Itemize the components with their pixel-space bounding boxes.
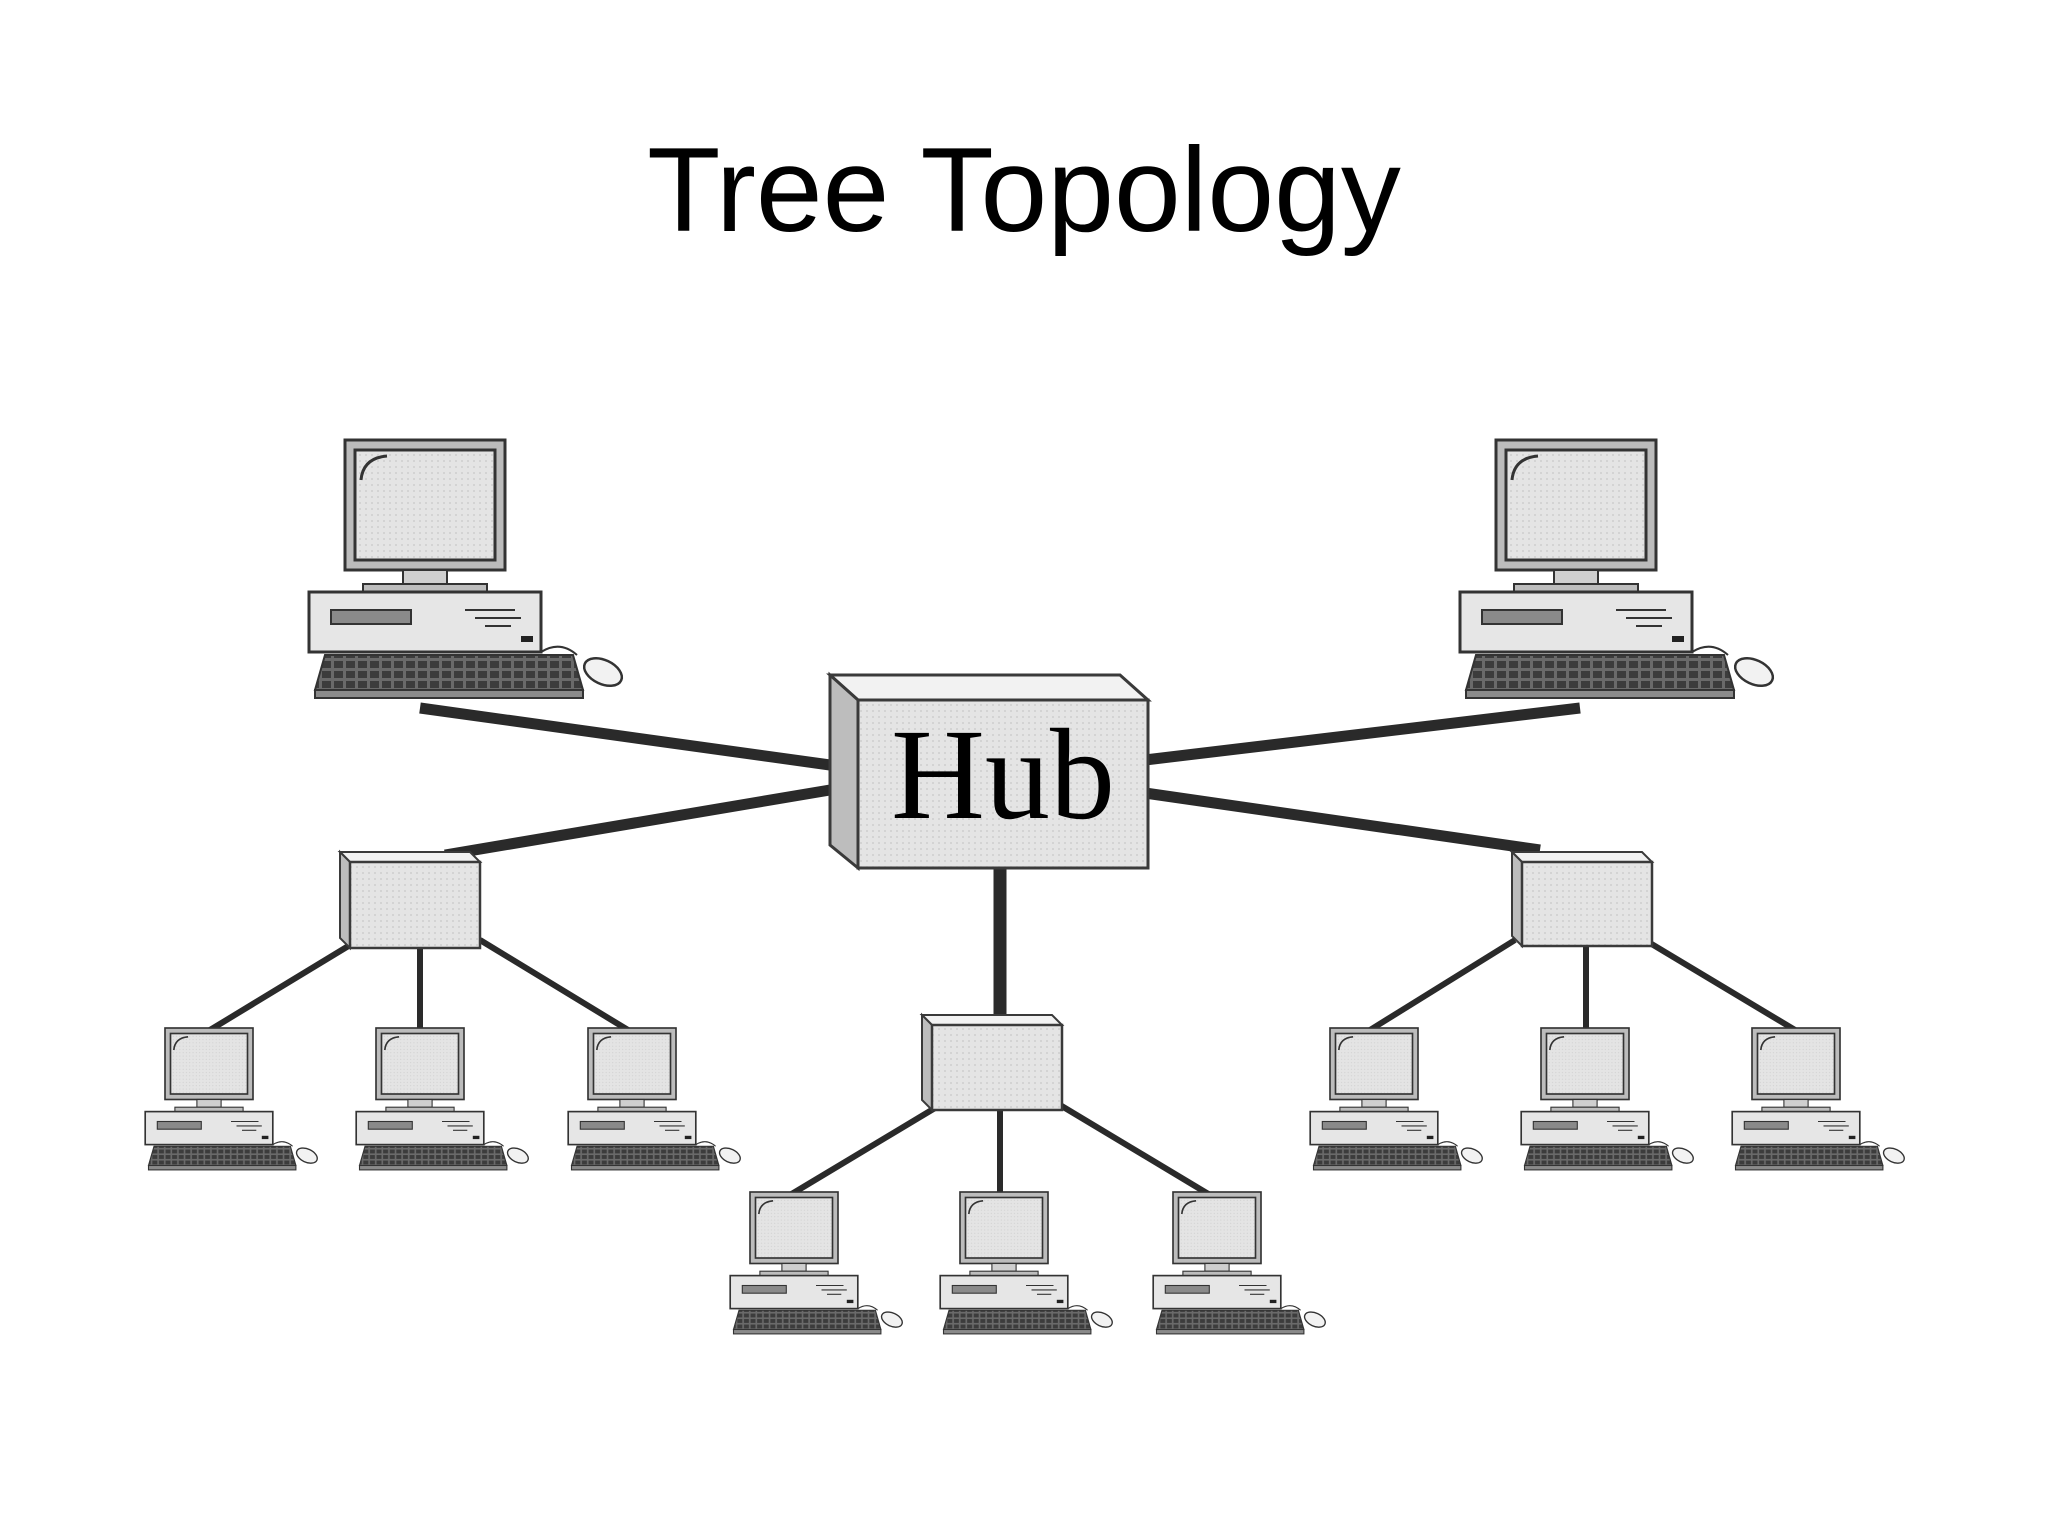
hub-icon: Hub xyxy=(826,671,1152,872)
computer-left-2-icon xyxy=(355,1027,529,1171)
computers-group xyxy=(144,438,1905,1335)
slide-title: Tree Topology xyxy=(647,123,1401,257)
cable-hub-to-top-left-computer xyxy=(419,702,831,771)
cable-center-switch-1 xyxy=(788,1102,942,1198)
cable-hub-to-left-switch xyxy=(444,784,831,861)
computer-top-right-icon xyxy=(1458,438,1775,699)
computer-left-3-icon xyxy=(567,1027,741,1171)
computer-left-1-icon xyxy=(144,1027,318,1171)
cable-center-switch-3 xyxy=(1058,1102,1212,1198)
hub-cables xyxy=(419,702,1581,1015)
cable-right-switch-3 xyxy=(1643,937,1797,1033)
computer-right-1-icon xyxy=(1309,1027,1483,1171)
hub-label: Hub xyxy=(891,703,1115,847)
right-switch-icon xyxy=(1509,849,1655,949)
cable-left-switch-3 xyxy=(478,937,630,1033)
computer-center-1-icon xyxy=(729,1191,903,1335)
computer-top-left-icon xyxy=(307,438,624,699)
computer-center-2-icon xyxy=(939,1191,1113,1335)
cable-right-switch-1 xyxy=(1368,937,1517,1033)
cable-hub-to-right-switch xyxy=(1144,787,1541,856)
computer-center-3-icon xyxy=(1152,1191,1326,1335)
cable-hub-to-top-right-computer xyxy=(1144,702,1581,766)
left-switch-icon xyxy=(337,849,483,951)
switch-cables xyxy=(208,937,1797,1198)
cable-left-switch-1 xyxy=(208,939,357,1033)
center-switch-icon xyxy=(919,1012,1065,1113)
computer-right-2-icon xyxy=(1520,1027,1694,1171)
computer-right-3-icon xyxy=(1731,1027,1905,1171)
